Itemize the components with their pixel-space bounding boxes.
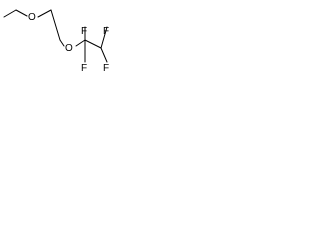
atom-labels: O O F F F F: [28, 12, 109, 74]
fluorine-atom-4: F: [103, 63, 109, 74]
bond-o2-cf2: [75, 39, 86, 47]
bond-ch2-o2: [59, 39, 65, 47]
bond-ch2-ch2: [50, 9, 61, 41]
bond-chf2-f-bottom: [100, 47, 108, 63]
oxygen-atom-1: O: [28, 12, 36, 23]
bond-o1-ch2: [37, 9, 52, 18]
bond-cf2-chf2: [84, 39, 102, 49]
bond-chf2-f-top: [100, 26, 108, 49]
molecule-structure: O O F F F F: [3, 9, 109, 74]
bond-ch2-o1: [15, 9, 28, 17]
structure-canvas: O O F F F F: [0, 0, 125, 82]
bond-ch3-ch2: [3, 9, 17, 18]
fluorine-atom-3: F: [103, 26, 109, 37]
oxygen-atom-2: O: [65, 43, 73, 54]
fluorine-atom-2: F: [81, 63, 87, 74]
fluorine-atom-1: F: [81, 26, 87, 37]
bonds: [3, 9, 108, 63]
